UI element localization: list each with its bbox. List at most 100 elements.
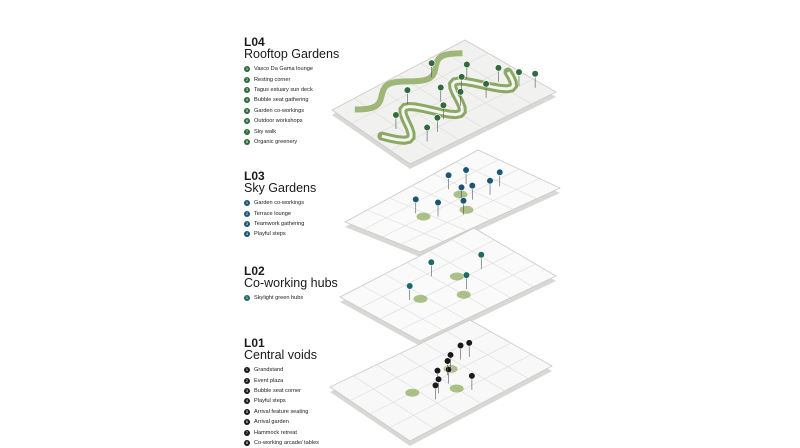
wall-line <box>363 159 499 230</box>
legend-item-label: Event plaza <box>254 377 284 384</box>
marker-number-icon: 2 <box>244 76 250 83</box>
legend-items: 1 Skylight green hubs <box>244 293 338 303</box>
legend-item-label: Skylight green hubs <box>254 295 304 302</box>
legend-item: 8 Co-working arcade/ tables <box>244 438 319 448</box>
marker-icon <box>496 168 504 176</box>
legend-item-label: Co-working arcade/ tables <box>254 439 319 446</box>
legend-item-label: Vasco Da Gama lounge <box>254 66 313 73</box>
garden-band <box>354 50 463 113</box>
marker-icon <box>437 83 445 92</box>
marker-number-icon: 4 <box>244 231 250 238</box>
marker-icon <box>482 80 490 88</box>
marker-icon <box>468 372 476 380</box>
legend-items: 1 Garden co-workings 2 Terrace lounge 3 Teamw… <box>244 198 316 240</box>
legend-item: 1 Garden co-workings <box>244 198 316 208</box>
marker-icon <box>477 251 485 259</box>
legend-item: 3 Bubble seat corner <box>244 386 319 396</box>
planter <box>456 290 471 299</box>
legend-item-label: Terrace lounge <box>254 210 292 217</box>
floor-slab <box>339 227 557 342</box>
marker-icon <box>462 271 471 279</box>
legend-item: 2 Event plaza <box>244 375 319 385</box>
marker-number-icon: 3 <box>244 387 250 394</box>
legend-item-label: Bubble seat corner <box>254 387 301 394</box>
marker-icon <box>439 101 448 109</box>
legend-item: 4 Playful steps <box>244 229 316 239</box>
level-code: L04 <box>244 35 265 49</box>
marker-number-icon: 2 <box>244 377 250 384</box>
legend-item-label: Garden co-workings <box>254 200 305 207</box>
marker-icon <box>462 166 470 174</box>
level-code: L01 <box>244 336 265 350</box>
planter <box>449 272 464 281</box>
planter <box>459 205 474 214</box>
legend-item-label: Sky walk <box>254 128 277 135</box>
planter <box>405 388 420 397</box>
marker-number-icon: 5 <box>244 408 250 415</box>
marker-number-icon: 2 <box>244 210 250 217</box>
legend-item: 3 Tagus estuary sun deck <box>244 85 339 95</box>
marker-icon <box>531 70 539 78</box>
marker-icon <box>458 73 466 81</box>
marker-icon <box>465 339 473 347</box>
planter <box>416 212 431 221</box>
marker-icon <box>412 195 420 203</box>
marker-number-icon: 3 <box>244 220 250 227</box>
marker-icon <box>427 258 435 266</box>
legend-item-label: Tagus estuary sun deck <box>254 86 313 93</box>
legend-item-label: Bubble seat gathering <box>254 97 309 104</box>
legend-item: 1 Vasco Da Gama lounge <box>244 64 339 74</box>
legend-item: 1 Skylight green hubs <box>244 293 338 303</box>
legend-item-label: Playful steps <box>254 398 286 405</box>
marker-icon <box>463 60 471 69</box>
planter <box>413 294 428 303</box>
marker-icon <box>433 114 442 122</box>
marker-number-icon: 4 <box>244 97 250 104</box>
marker-icon <box>468 182 476 190</box>
legend-item-label: Playful steps <box>254 231 286 238</box>
marker-icon <box>406 282 414 290</box>
wall-line <box>359 239 495 309</box>
legend-item: 2 Terrace lounge <box>244 208 316 218</box>
marker-number-icon: 7 <box>244 429 250 436</box>
legend-item-label: Outdoor workshops <box>254 118 303 125</box>
legend-item: 5 Arrival feature seating <box>244 407 319 417</box>
legend-item-label: Arrival feature seating <box>254 408 309 415</box>
marker-icon <box>433 366 442 375</box>
planter <box>449 384 464 393</box>
marker-number-icon: 6 <box>244 419 250 426</box>
marker-number-icon: 8 <box>244 439 250 446</box>
marker-number-icon: 3 <box>244 86 250 93</box>
legend-item-label: Arrival garden <box>254 419 289 426</box>
legend-item-label: Teamwork gathering <box>254 220 305 227</box>
marker-number-icon: 5 <box>244 107 250 114</box>
marker-icon <box>445 365 453 374</box>
marker-icon <box>494 64 503 72</box>
marker-number-icon: 1 <box>244 66 250 73</box>
legend-item: 6 Arrival garden <box>244 417 319 427</box>
planter <box>453 190 468 199</box>
marker-icon <box>459 197 468 205</box>
level-name: Sky Gardens <box>244 181 317 195</box>
marker-icon <box>431 381 440 389</box>
marker-number-icon: 1 <box>244 367 250 374</box>
marker-number-icon: 1 <box>244 200 250 207</box>
marker-number-icon: 1 <box>244 295 250 302</box>
sky-walk-path <box>381 71 516 142</box>
marker-icon <box>434 198 442 207</box>
level-code: L03 <box>244 169 265 183</box>
legend-l03: L03 Sky Gardens 1 Garden co-workings 2 Terr… <box>244 170 316 240</box>
legend-item: 4 Bubble seat gathering <box>244 95 339 105</box>
marker-number-icon: 4 <box>244 398 250 405</box>
marker-icon <box>428 59 436 67</box>
marker-icon <box>423 123 431 132</box>
